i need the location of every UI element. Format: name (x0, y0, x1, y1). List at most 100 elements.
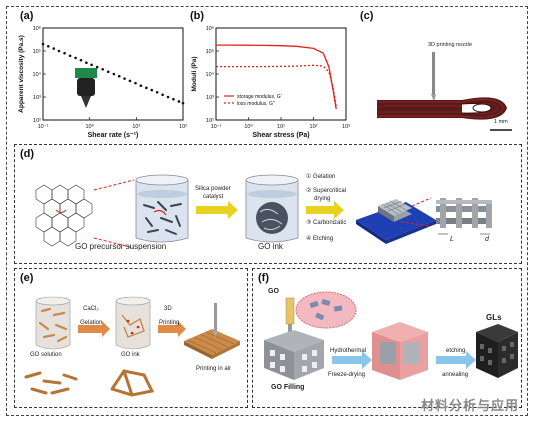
vial-body (77, 78, 95, 96)
viscosity-chart: 10⁻¹ 10⁰ 10¹ 10² 10² 10³ 10⁴ 10⁵ 10⁶ Shear rate (… (18, 25, 187, 139)
panel-f-label: (f) (258, 272, 269, 284)
viscosity-point (63, 51, 66, 55)
x-tick-label: 10⁰ (244, 123, 253, 130)
step-etching: ④ Etching (306, 236, 334, 242)
viscosity-point (74, 56, 77, 60)
panel-b-label: (b) (190, 10, 205, 22)
viscosity-point (101, 68, 104, 71)
viscosity-point (139, 84, 143, 87)
dimension-d: d (485, 236, 489, 243)
viscosity-point (181, 101, 185, 105)
legend-label: storage modulus, G' (237, 94, 282, 100)
viscosity-point (177, 100, 181, 103)
moduli-chart: 10⁻¹ 10⁰ 10¹ 10² 10³ 10² 10³ 10⁴ 10⁵ 10⁶ Shear str… (191, 25, 350, 139)
plot-frame (215, 27, 347, 121)
print-3d-label: 3D (164, 306, 172, 312)
vial-cap (75, 68, 97, 78)
x-tick-label: 10⁰ (86, 123, 95, 130)
step-gelation: ① Gelation (306, 174, 336, 180)
go-schematic-panel-e (24, 296, 240, 397)
y-tick-label: 10⁵ (206, 48, 214, 55)
x-tick-label: 10¹ (277, 124, 285, 130)
y-axis-label: Apparent viscosity (Pa.s) (18, 35, 25, 113)
x-tick-label: 10⁻¹ (38, 124, 49, 130)
step-drying: drying (314, 196, 331, 202)
panel-e-label: (e) (20, 272, 34, 284)
viscosity-point (150, 88, 154, 92)
x-tick-label: 10¹ (132, 124, 140, 130)
viscosity-point (112, 72, 116, 76)
viscosity-point (57, 49, 61, 53)
x-axis-label: Shear rate (s⁻¹) (88, 132, 139, 139)
go-solution-label: GO solution (30, 352, 62, 358)
viscosity-point (117, 74, 121, 78)
etching-label: etching (446, 348, 466, 354)
panel-a-label: (a) (20, 10, 34, 22)
y-tick-label: 10³ (206, 95, 214, 101)
panel-c-label: (c) (360, 10, 374, 22)
precursor-label: GO precursor suspension (75, 242, 167, 251)
silica-label: Silica powder (195, 186, 231, 192)
x-tick-label: 10² (310, 124, 318, 130)
y-tick-label: 10⁶ (206, 25, 214, 32)
viscosity-point (47, 45, 50, 48)
nozzle-label: 3D printing nozzle (428, 42, 473, 48)
figure-frame (6, 6, 528, 416)
printing-in-air-label: Printing in air (196, 366, 232, 372)
y-tick-label: 10² (206, 118, 214, 124)
dimension-L: L (450, 236, 454, 243)
y-tick-label: 10⁴ (206, 71, 215, 78)
panel-f-box (252, 268, 522, 408)
annealing-label: annealing (442, 372, 469, 378)
viscosity-point (161, 93, 164, 97)
scale-bar-label: 1 mm (494, 119, 508, 125)
viscosity-point (155, 91, 159, 94)
x-tick-label: 10⁻¹ (211, 124, 222, 130)
go-ink-label-e: GO ink (121, 352, 140, 358)
x-axis-label: Shear stress (Pa) (252, 132, 309, 139)
y-tick-label: 10⁴ (33, 71, 42, 78)
y-tick-label: 10⁶ (33, 25, 41, 32)
viscosity-point (85, 61, 88, 64)
vial-tip (81, 96, 91, 108)
ink-vial-photo (75, 68, 97, 108)
viscosity-point (79, 58, 83, 62)
y-tick-label: 10⁵ (33, 48, 41, 55)
go-filling-label: GO Filling (271, 384, 305, 391)
viscosity-point (106, 70, 110, 74)
printing-label: Printing (159, 320, 180, 326)
viscosity-point (172, 97, 175, 101)
x-tick-label: 10² (179, 124, 187, 130)
hydrothermal-label: Hydrothermal (330, 348, 367, 354)
cacl2-label: CaCl₂ (83, 306, 99, 312)
y-tick-label: 10² (33, 118, 41, 124)
printed-structure-photo (362, 22, 522, 137)
panel-d-box (14, 144, 522, 264)
storage-modulus-line (216, 44, 337, 110)
step-supercritical: ② Supercritical (306, 188, 347, 194)
go-schematic-panel-f (264, 291, 518, 380)
panel-d-label: (d) (20, 148, 35, 160)
go-ink-label: GO ink (258, 242, 283, 251)
viscosity-point (145, 86, 148, 90)
loss-modulus-line (216, 64, 337, 107)
x-tick-label: 10³ (342, 124, 350, 130)
gelation-label: Gelation (80, 320, 103, 326)
catalyst-label: catalyst (203, 194, 224, 200)
viscosity-point (41, 42, 45, 46)
viscosity-point (166, 95, 170, 99)
viscosity-point (52, 47, 56, 50)
panel-e-box (14, 268, 248, 408)
legend-label: loss modulus, G'' (237, 101, 275, 107)
viscosity-point (123, 77, 126, 80)
gls-label: GLs (486, 313, 502, 322)
go-label-f: GO (268, 288, 279, 295)
viscosity-point (95, 65, 99, 69)
viscosity-point (134, 81, 137, 85)
go-schematic-panel-d (35, 174, 492, 249)
y-tick-label: 10³ (33, 95, 41, 101)
freeze-drying-label: Freeze-drying (328, 372, 366, 378)
watermark-text: 材料分析与应用 (420, 398, 519, 413)
viscosity-point (128, 79, 132, 83)
step-carbonization: ③ Carbonizatic (306, 220, 347, 226)
